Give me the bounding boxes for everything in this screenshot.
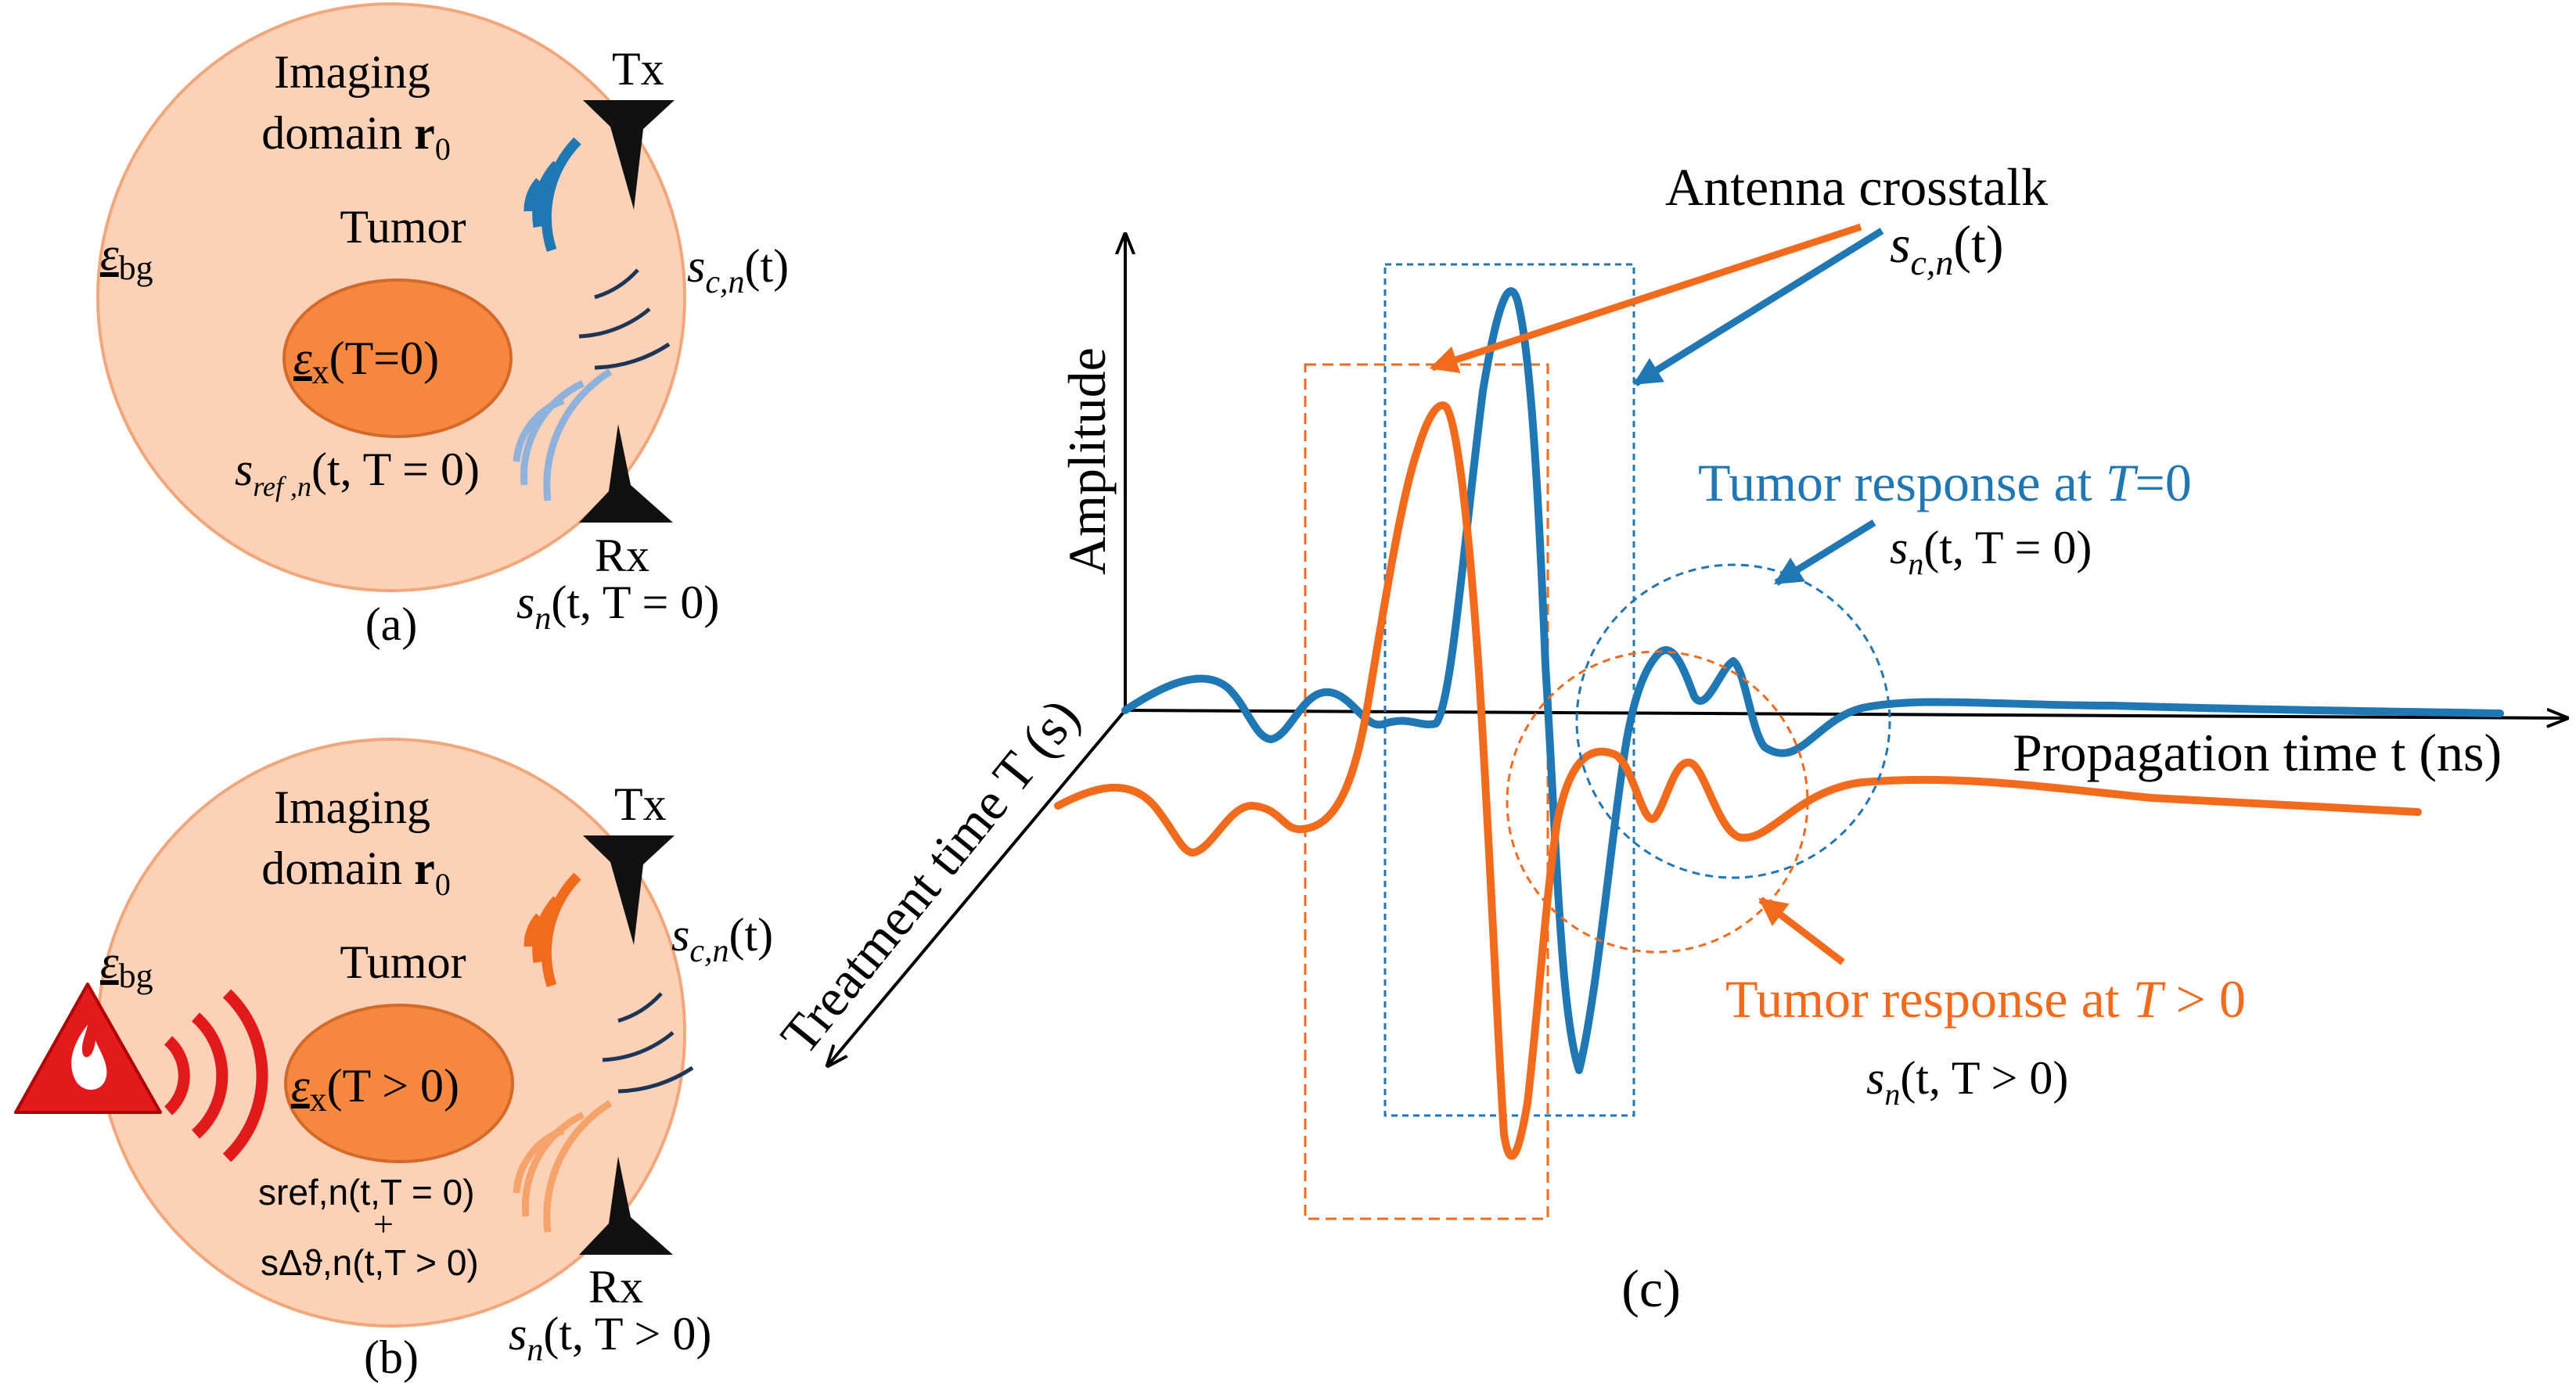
crosstalk-label: Antenna crosstalk bbox=[1665, 157, 2048, 217]
response-arrow-orange bbox=[1758, 896, 1845, 965]
crosstalk-arrow-orange bbox=[1429, 223, 1862, 373]
response-t1-formula: sn(t, T > 0) bbox=[1866, 1052, 2068, 1112]
caption-a: (a) bbox=[365, 598, 418, 650]
response-arrow-blue bbox=[1773, 519, 1876, 586]
response-circle-t1 bbox=[1506, 650, 1809, 954]
sc-label-b: sc,n(t) bbox=[671, 909, 773, 969]
flame-warning-icon bbox=[14, 983, 162, 1114]
eps-bg-b: εbg bbox=[100, 936, 153, 995]
reflection-wave-icon-b bbox=[513, 1100, 613, 1233]
propagation-label: Propagation time t (ns) bbox=[2013, 723, 2502, 782]
tx-label-a: Tx bbox=[612, 43, 664, 95]
sdelta-label-b: sΔϑ,n(t,T > 0) bbox=[261, 1242, 479, 1283]
tx-label-b: Tx bbox=[614, 778, 667, 830]
tumor-label-b: Tumor bbox=[340, 936, 466, 988]
tx-wave-icon-b bbox=[523, 872, 581, 987]
heat-wave-icon bbox=[164, 989, 268, 1162]
amplitude-label: Amplitude bbox=[1057, 347, 1117, 575]
eps-x-b: εx(T > 0) bbox=[291, 1060, 459, 1119]
domain-label-line1-a: Imaging bbox=[274, 46, 430, 98]
tumor-b bbox=[284, 1004, 514, 1163]
response-t0-formula: sn(t, T = 0) bbox=[1890, 522, 2092, 581]
panel-b: Imaging domain r0 εbg Tumor εx(T > 0) Tx bbox=[14, 738, 773, 1383]
response-t1-label: Tumor response at T > 0 bbox=[1725, 969, 2246, 1029]
tx-antenna-b bbox=[583, 835, 675, 945]
rx-antenna-a bbox=[579, 424, 673, 523]
rx-antenna-b bbox=[579, 1156, 673, 1255]
crosstalk-box-orange bbox=[1304, 363, 1549, 1220]
crosstalk-formula: sc,n(t) bbox=[1890, 214, 2004, 282]
treatment-axis bbox=[828, 709, 1127, 1065]
crosstalk-arrow-blue bbox=[1632, 228, 1884, 386]
signal-curve-t0 bbox=[1121, 287, 2504, 1074]
crosstalk-wave-icon-a bbox=[578, 268, 671, 370]
panel-c: Amplitude Propagation time t (ns) Treatm… bbox=[769, 157, 2567, 1318]
tumor-a bbox=[282, 278, 513, 438]
tumor-label-a: Tumor bbox=[340, 201, 466, 253]
domain-label-line1-b: Imaging bbox=[274, 781, 430, 833]
rx-label-a: Rx bbox=[595, 530, 649, 581]
response-t0-label: Tumor response at T=0 bbox=[1698, 453, 2192, 512]
treatment-label: Treatment time T (s) bbox=[769, 688, 1091, 1065]
domain-label-line2-b: domain r0 bbox=[261, 843, 451, 902]
tx-wave-icon-a bbox=[523, 137, 581, 252]
tx-antenna-a bbox=[583, 100, 675, 210]
sc-label-a: sc,n(t) bbox=[687, 240, 789, 300]
rx-label-b: Rx bbox=[588, 1261, 643, 1313]
sn-label-b: sn(t, T > 0) bbox=[509, 1308, 711, 1368]
reflection-wave-icon-a bbox=[513, 368, 613, 501]
crosstalk-box-blue bbox=[1383, 263, 1635, 1117]
caption-c: (c) bbox=[1621, 1259, 1680, 1318]
sref-label-a: sref ,n(t, T = 0) bbox=[235, 444, 480, 502]
signal-curve-t1 bbox=[1054, 401, 2422, 1160]
response-circle-t0 bbox=[1575, 563, 1891, 879]
eps-bg-a: εbg bbox=[100, 228, 153, 287]
sref-plus-b: + bbox=[373, 1204, 394, 1244]
sref-label-b: sref,n(t,T = 0) bbox=[258, 1172, 475, 1213]
sn-label-a: sn(t, T = 0) bbox=[516, 577, 719, 637]
caption-b: (b) bbox=[364, 1331, 419, 1383]
eps-x-a: εx(T=0) bbox=[293, 332, 439, 391]
crosstalk-wave-icon-b bbox=[602, 992, 694, 1094]
